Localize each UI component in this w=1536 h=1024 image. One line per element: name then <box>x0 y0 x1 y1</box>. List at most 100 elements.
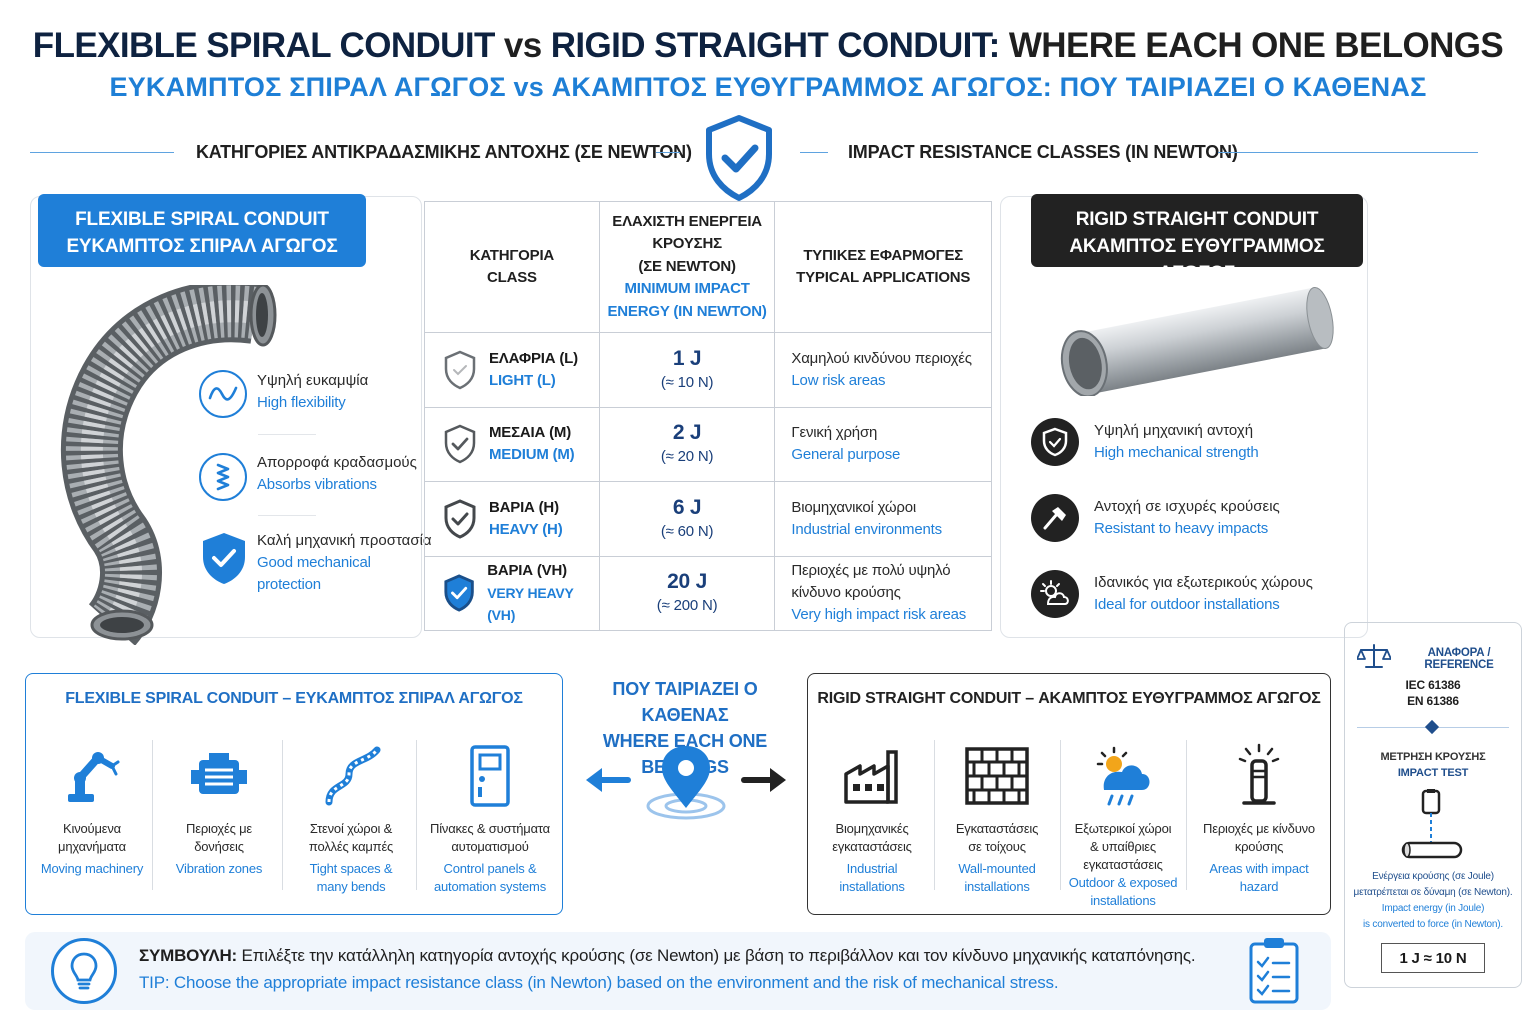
header-class-gr: ΚΑΤΗΓΟΡΙΑ <box>469 246 555 264</box>
tip-bar: ΣΥΜΒΟΥΛΗ: Επιλέξτε την κατάλληλη κατηγορ… <box>25 932 1331 1010</box>
flexible-uses-title: FLEXIBLE SPIRAL CONDUIT – ΕΥΚΑΜΠΤΟΣ ΣΠΙΡ… <box>65 690 523 707</box>
reference-note-gr-1: Ενέργεια κρούσης (σε Joule) <box>1372 871 1494 882</box>
rigid-header: RIGID STRAIGHT CONDUIT ΑΚΑΜΠΤΟΣ ΕΥΘΥΓΡΑΜ… <box>1031 194 1363 284</box>
greek-title: ΕΥΚΑΜΠΤΟΣ ΣΠΙΡΑΛ ΑΓΩΓΟΣ vs ΑΚΑΜΠΤΟΣ ΕΥΘΥ… <box>109 72 1427 102</box>
use-outdoor-gr-2: & υπαίθριες <box>1090 839 1156 854</box>
use-outdoor-gr-3: εγκαταστάσεις <box>1083 857 1163 872</box>
class-medium-gr: ΜΕΣΑΙΑ (M) <box>489 424 571 442</box>
use-industrial-en-2: installations <box>839 879 905 894</box>
shield-check-icon <box>444 424 476 464</box>
hammer-icon <box>1031 494 1079 542</box>
use-hazard-gr-1: Περιοχές με κίνδυνο <box>1203 821 1315 836</box>
location-pin-icon <box>582 746 792 831</box>
energy-heavy-newton: (≈ 60 N) <box>660 522 714 540</box>
table-row: ΒΑΡΙΑ (VH)VERY HEAVY (VH) 20 J(≈ 200 N) … <box>424 555 992 631</box>
app-heavy-en: Industrial environments <box>791 520 942 538</box>
use-control-panels-en-1: Control panels & <box>443 861 537 876</box>
use-vibration-zones-en: Vibration zones <box>175 861 263 876</box>
table-row: ΒΑΡΙΑ (H)HEAVY (H) 6 J(≈ 60 N) Βιομηχανι… <box>424 481 992 557</box>
table-row: ΜΕΣΑΙΑ (M)MEDIUM (M) 2 J(≈ 20 N) Γενική … <box>424 406 992 482</box>
rigid-header-en: RIGID STRAIGHT CONDUIT <box>1075 209 1319 230</box>
use-control-panels: Πίνακες & συστήματα αυτοματισμού Control… <box>422 740 558 896</box>
use-tight-spaces-gr-2: πολλές καμπές <box>308 839 394 854</box>
use-wall-gr-1: Εγκαταστάσεις <box>955 821 1039 836</box>
energy-medium-newton: (≈ 20 N) <box>660 448 714 466</box>
flexible-header: FLEXIBLE SPIRAL CONDUIT ΕΥΚΑΜΠΤΟΣ ΣΠΙΡΑΛ… <box>38 194 366 267</box>
rigid-feature-3-gr: Ιδανικός για εξωτερικούς χώρους <box>1094 574 1313 591</box>
use-vibration-zones-gr-1: Περιοχές με <box>186 821 252 836</box>
use-industrial-en-1: Industrial <box>846 861 898 876</box>
title-flexible: FLEXIBLE SPIRAL CONDUIT <box>32 26 496 65</box>
header-class: ΚΑΤΗΓΟΡΙΑ CLASS <box>424 201 600 333</box>
energy-heavy-joule: 6 J <box>672 495 702 519</box>
reference-note-en-1: Impact energy (in Joule) <box>1381 903 1485 914</box>
tip-english-label: TIP: <box>139 973 170 992</box>
energy-light-newton: (≈ 10 N) <box>660 373 714 391</box>
tip-english: TIP: Choose the appropriate impact resis… <box>139 973 1059 993</box>
section-label-english: IMPACT RESISTANCE CLASSES (IN NEWTON) <box>848 142 1238 162</box>
app-heavy-gr: Βιομηχανικοί χώροι <box>791 498 916 516</box>
use-wall-gr-2: σε τοίχους <box>968 839 1026 854</box>
use-outdoor-en-2: installations <box>1090 893 1156 908</box>
class-very-heavy-gr: ΒΑΡΙΑ (VH) <box>487 562 567 580</box>
title-where: WHERE EACH ONE BELONGS <box>1008 26 1504 65</box>
flex-feature-1: Υψηλή ευκαμψία High flexibility <box>257 370 368 414</box>
app-very-heavy-gr-1: Περιοχές με πολύ υψηλό <box>791 562 951 580</box>
reference-en: EN 61386 <box>1407 694 1459 708</box>
header-applications-gr: ΤΥΠΙΚΕΣ ΕΦΑΡΜΟΓΕΣ <box>803 246 964 264</box>
class-medium-en: MEDIUM (M) <box>489 446 575 464</box>
impact-class-table: ΚΑΤΗΓΟΡΙΑ CLASS ΕΛΑΧΙΣΤΗ ΕΝΕΡΓΕΙΑ ΚΡΟΥΣΗ… <box>424 201 992 631</box>
reference-label: ΑΝΑΦΟΡΑ / REFERENCE <box>1424 647 1494 671</box>
class-light-en: LIGHT (L) <box>489 371 556 389</box>
title-vs: vs <box>503 26 542 65</box>
use-moving-machinery: Κινούμενα μηχανήματα Moving machinery <box>34 740 150 878</box>
header-energy-gr-3: (ΣΕ NEWTON) <box>638 257 736 275</box>
scales-icon <box>1356 643 1392 674</box>
shield-check-icon <box>444 574 474 612</box>
use-control-panels-en-2: automation systems <box>433 879 546 894</box>
header-energy-en-1: MINIMUM IMPACT <box>624 280 750 298</box>
impact-test-gr: ΜΕΤΡΗΣΗ ΚΡΟΥΣΗΣ <box>1380 751 1486 763</box>
flexible-uses-box: FLEXIBLE SPIRAL CONDUIT – ΕΥΚΑΜΠΤΟΣ ΣΠΙΡ… <box>25 673 563 915</box>
use-hazard-gr-2: κρούσης <box>1234 839 1284 854</box>
flex-feature-2: Απορροφά κραδασμούς Absorbs vibrations <box>257 452 417 496</box>
reference-note: Ενέργεια κρούσης (σε Joule) μετατρέπεται… <box>1351 869 1515 933</box>
use-moving-machinery-en: Moving machinery <box>40 861 144 876</box>
rigid-feature-2-en: Resistant to heavy impacts <box>1094 520 1269 537</box>
use-tight-spaces-gr-1: Στενοί χώροι & <box>309 821 393 836</box>
use-outdoor: Εξωτερικοί χώροι & υπαίθριες εγκαταστάσε… <box>1064 740 1182 910</box>
divider-left <box>30 152 174 153</box>
curved-path-icon <box>325 746 381 806</box>
divider-mid-right <box>800 152 828 153</box>
use-impact-hazard: Περιοχές με κίνδυνο κρούσης Areas with i… <box>1192 740 1326 896</box>
use-hazard-en-1: Areas with impact <box>1209 861 1309 876</box>
flex-feature-3-gr: Καλή μηχανική προστασία <box>257 532 432 549</box>
rigid-uses-box: RIGID STRAIGHT CONDUIT – ΑΚΑΜΠΤΟΣ ΕΥΘΥΓΡ… <box>807 673 1331 915</box>
wave-icon <box>199 370 247 418</box>
use-wall-en-1: Wall-mounted <box>958 861 1036 876</box>
use-industrial-installations: Βιομηχανικές εγκαταστάσεις Industrial in… <box>814 740 930 896</box>
table-row: ΕΛΑΦΡΙΑ (L)LIGHT (L) 1 J(≈ 10 N) Χαμηλού… <box>424 332 992 408</box>
header-energy-en-2: ENERGY (IN NEWTON) <box>607 302 767 320</box>
divider <box>1186 740 1187 890</box>
reference-standards: IEC 61386 EN 61386 <box>1345 677 1521 709</box>
divider <box>934 740 935 890</box>
impact-test-en: IMPACT TEST <box>1397 767 1469 779</box>
impact-test-icon <box>1399 789 1469 868</box>
energy-light-joule: 1 J <box>672 346 702 370</box>
use-tight-spaces-en-2: many bends <box>316 879 386 894</box>
tip-english-text: Choose the appropriate impact resistance… <box>169 973 1059 992</box>
reference-box: ΑΝΑΦΟΡΑ / REFERENCE IEC 61386 EN 61386 Μ… <box>1344 622 1522 988</box>
rigid-feature-1: Υψηλή μηχανική αντοχή High mechanical st… <box>1094 420 1259 464</box>
header-class-en: CLASS <box>486 269 537 286</box>
reference-note-en-2: is converted to force (in Newton). <box>1363 919 1503 930</box>
cloud-rain-icon <box>1096 746 1150 806</box>
flex-feature-2-en: Absorbs vibrations <box>257 476 377 493</box>
flexible-conduit-image <box>50 280 290 650</box>
reference-iec: IEC 61386 <box>1405 678 1461 692</box>
table-header-row: ΚΑΤΗΓΟΡΙΑ CLASS ΕΛΑΧΙΣΤΗ ΕΝΕΡΓΕΙΑ ΚΡΟΥΣΗ… <box>424 201 992 333</box>
class-very-heavy-en: VERY HEAVY (VH) <box>487 585 574 624</box>
use-outdoor-gr-1: Εξωτερικοί χώροι <box>1074 821 1172 836</box>
use-control-panels-gr-1: Πίνακες & συστήματα <box>430 821 550 836</box>
diamond-marker <box>1424 719 1440 735</box>
